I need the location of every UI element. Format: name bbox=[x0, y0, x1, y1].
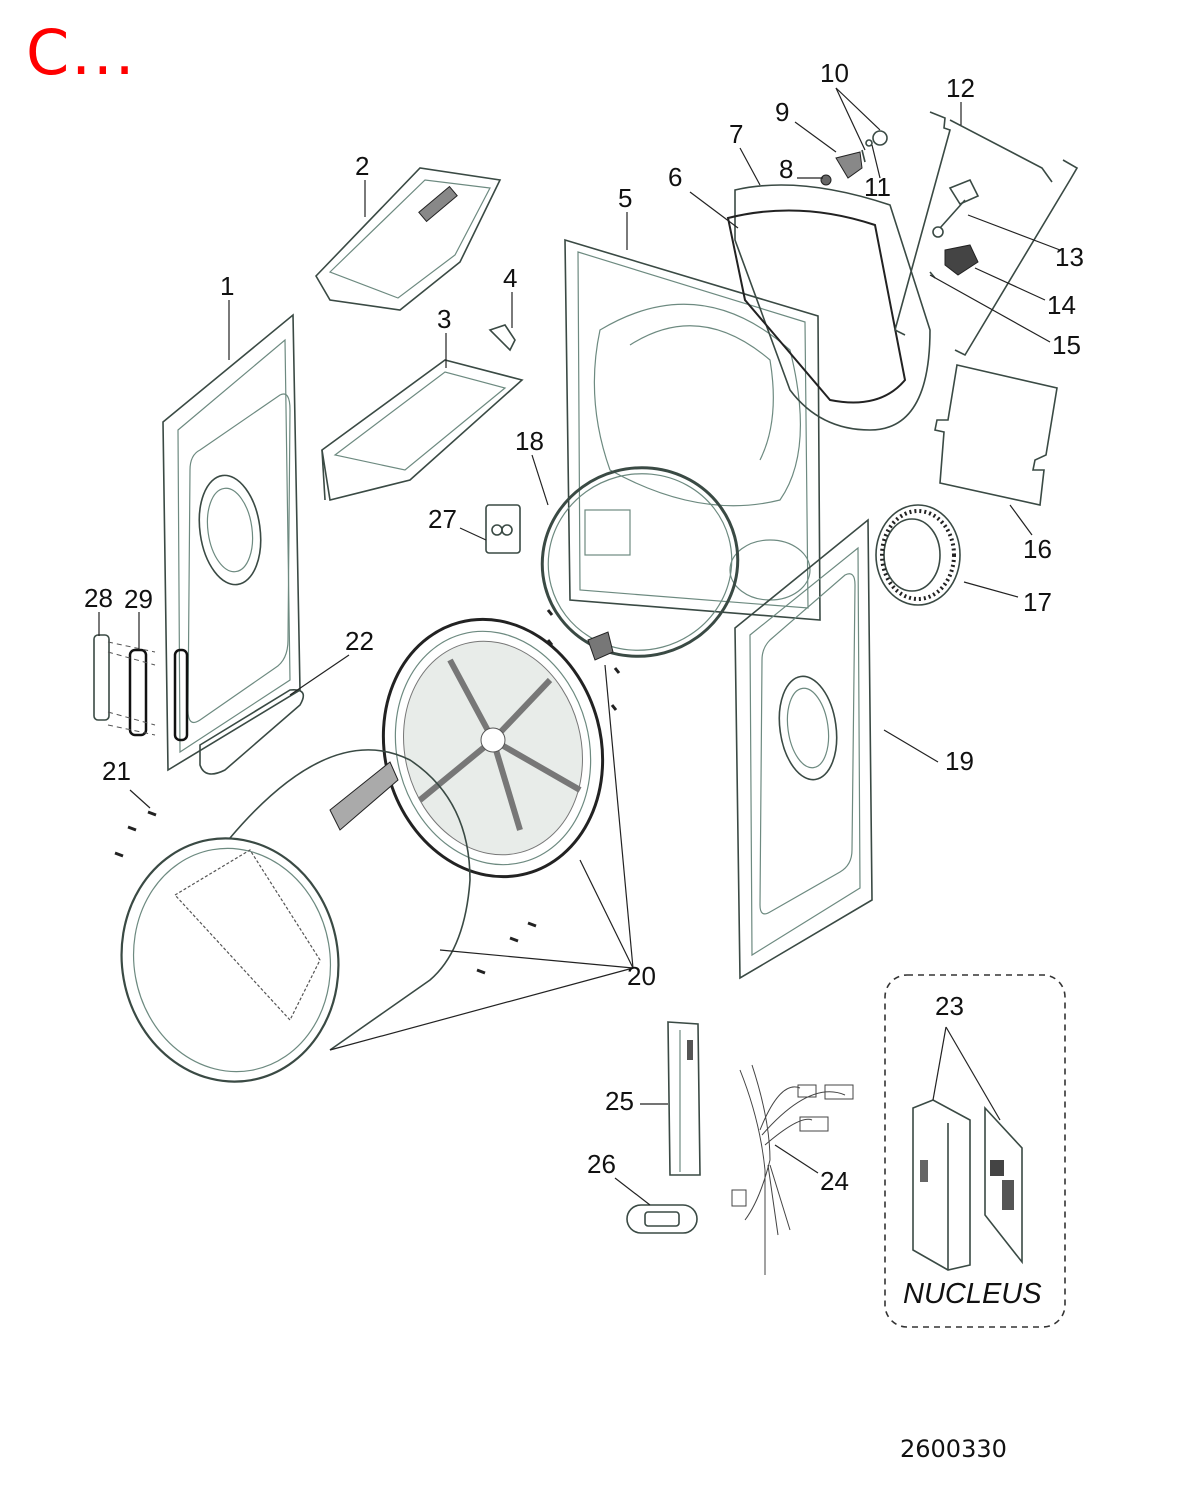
label-part-7: 7 bbox=[729, 119, 743, 149]
part-number-labels: 1 2 3 4 5 6 7 8 9 10 11 12 13 14 15 16 1… bbox=[84, 58, 1084, 1310]
label-part-22: 22 bbox=[345, 626, 374, 656]
part-17-blower-wheel bbox=[875, 504, 961, 606]
page-title: C... bbox=[26, 16, 137, 89]
part-26-clip bbox=[626, 1204, 698, 1234]
label-part-28: 28 bbox=[84, 583, 113, 613]
parts-28-29-handle bbox=[93, 634, 156, 737]
label-part-3: 3 bbox=[437, 304, 451, 334]
label-part-25: 25 bbox=[605, 1086, 634, 1116]
leader-lines bbox=[98, 87, 1061, 1206]
part-12-bracket bbox=[894, 111, 1079, 357]
label-part-26: 26 bbox=[587, 1149, 616, 1179]
label-part-5: 5 bbox=[618, 183, 632, 213]
nucleus-label: NUCLEUS bbox=[903, 1278, 1042, 1310]
part-16-shield-plate bbox=[934, 364, 1058, 506]
label-part-14: 14 bbox=[1047, 290, 1076, 320]
label-part-4: 4 bbox=[503, 263, 517, 293]
label-part-15: 15 bbox=[1052, 330, 1081, 360]
part-3-drawer-housing bbox=[321, 359, 524, 501]
part-2-top-console bbox=[315, 167, 502, 311]
parts-13-15-components bbox=[929, 178, 980, 279]
label-part-1: 1 bbox=[220, 271, 234, 301]
drum-body bbox=[120, 749, 471, 1083]
label-part-13: 13 bbox=[1055, 242, 1084, 272]
bearing-housing bbox=[587, 631, 614, 661]
part-19-front-panel bbox=[734, 518, 873, 980]
parts-8-11-small-components bbox=[820, 130, 888, 186]
label-part-2: 2 bbox=[355, 151, 369, 181]
part-1-side-panel bbox=[162, 313, 301, 772]
nucleus-group-box bbox=[884, 974, 1066, 1328]
part-23-control-board bbox=[912, 1099, 1023, 1271]
label-part-20: 20 bbox=[627, 961, 656, 991]
label-part-23: 23 bbox=[935, 991, 964, 1021]
label-part-9: 9 bbox=[775, 97, 789, 127]
screws bbox=[114, 609, 621, 975]
part-27-switch bbox=[485, 504, 521, 554]
label-part-6: 6 bbox=[668, 162, 682, 192]
part-24-wire-harness bbox=[731, 1064, 854, 1275]
document-id: 2600330 bbox=[900, 1435, 1007, 1463]
label-part-18: 18 bbox=[515, 426, 544, 456]
label-part-29: 29 bbox=[124, 584, 153, 614]
part-4-clip bbox=[488, 324, 516, 352]
part-22-baffle bbox=[199, 688, 305, 775]
label-part-21: 21 bbox=[102, 756, 131, 786]
part-18-ring bbox=[540, 466, 740, 658]
label-part-17: 17 bbox=[1023, 587, 1052, 617]
part-7-rear-cover bbox=[726, 184, 931, 431]
label-part-16: 16 bbox=[1023, 534, 1052, 564]
label-part-11: 11 bbox=[864, 172, 891, 202]
part-5-rear-bulkhead bbox=[564, 238, 821, 621]
label-part-27: 27 bbox=[428, 504, 457, 534]
label-part-12: 12 bbox=[946, 73, 975, 103]
label-part-8: 8 bbox=[779, 154, 793, 184]
part-25-control-panel bbox=[667, 1021, 701, 1176]
label-part-10: 10 bbox=[820, 58, 849, 88]
label-part-24: 24 bbox=[820, 1166, 849, 1196]
label-part-19: 19 bbox=[945, 746, 974, 776]
